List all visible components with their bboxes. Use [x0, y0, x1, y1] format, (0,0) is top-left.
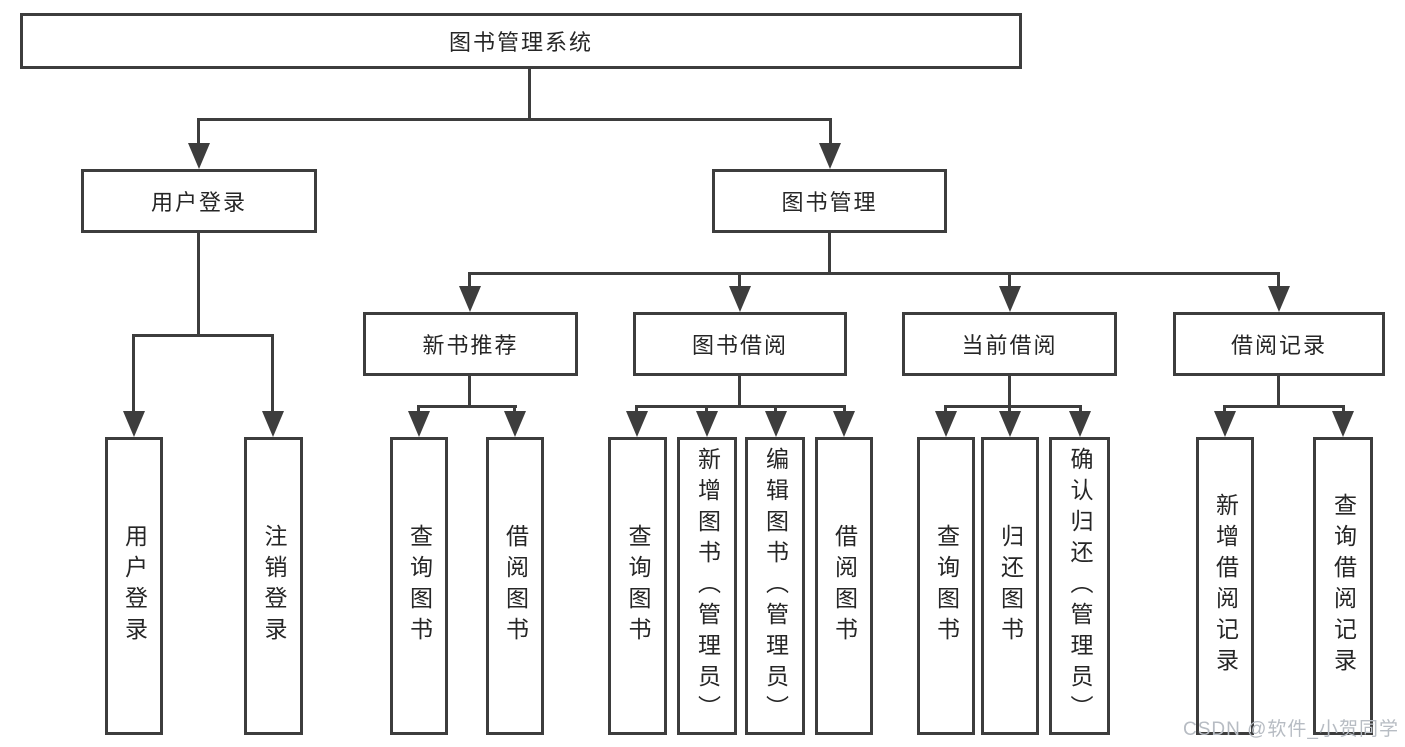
connector-line: [417, 406, 420, 414]
node-label: 新增借阅记录: [1212, 493, 1239, 679]
leaf-borrow-books-recommend: 借阅图书: [486, 437, 544, 735]
leaf-add-borrow-record: 新增借阅记录: [1196, 437, 1254, 735]
arrow-down-icon: [833, 411, 855, 437]
arrow-down-icon: [1069, 411, 1091, 437]
leaf-query-books-borrowing: 查询图书: [608, 437, 667, 735]
leaf-user-login: 用户登录: [105, 437, 163, 735]
node-label: 查询借阅记录: [1330, 493, 1357, 679]
arrow-down-icon: [408, 411, 430, 437]
node-label: 新增图书（管理员）: [694, 446, 721, 726]
connector-line: [1008, 273, 1011, 288]
connector-line: [468, 272, 1280, 275]
node-label: 用户登录: [121, 524, 148, 648]
node-label: 新书推荐: [422, 333, 519, 358]
node-label: 编辑图书（管理员）: [762, 446, 789, 726]
node-label: 图书管理: [781, 190, 878, 215]
connector-line: [828, 233, 831, 274]
arrow-down-icon: [729, 286, 751, 312]
connector-line: [774, 406, 777, 414]
arrow-down-icon: [1214, 411, 1236, 437]
node-label: 当前借阅: [961, 333, 1058, 358]
node-book-borrowing: 图书借阅: [633, 312, 847, 376]
connector-line: [1277, 376, 1280, 407]
node-label: 借阅图书: [831, 524, 858, 648]
connector-line: [271, 335, 274, 413]
watermark: CSDN @软件_小贺同学: [1183, 719, 1399, 740]
node-label: 借阅记录: [1230, 333, 1327, 358]
connector-line: [197, 118, 832, 121]
arrow-down-icon: [626, 411, 648, 437]
connector-line: [944, 406, 947, 414]
connector-line: [513, 406, 516, 414]
node-label: 用户登录: [150, 190, 247, 215]
connector-line: [635, 405, 846, 408]
connector-line: [1008, 406, 1011, 414]
connector-line: [132, 335, 135, 413]
arrow-down-icon: [188, 143, 210, 169]
arrow-down-icon: [765, 411, 787, 437]
connector-line: [197, 119, 200, 147]
node-borrowing-records: 借阅记录: [1173, 312, 1385, 376]
leaf-edit-books-admin: 编辑图书（管理员）: [745, 437, 805, 735]
node-label: 查询图书: [933, 524, 960, 648]
connector-line: [944, 405, 1082, 408]
leaf-query-books-current: 查询图书: [917, 437, 975, 735]
node-label: 借阅图书: [502, 524, 529, 648]
leaf-add-books-admin: 新增图书（管理员）: [677, 437, 737, 735]
node-user-login: 用户登录: [81, 169, 317, 233]
node-label: 查询图书: [625, 524, 651, 648]
node-label: 归还图书: [997, 524, 1024, 648]
connector-line: [1342, 406, 1345, 414]
connector-line: [132, 334, 274, 337]
connector-line: [635, 406, 638, 414]
leaf-return-books: 归还图书: [981, 437, 1039, 735]
leaf-query-books-recommend: 查询图书: [390, 437, 448, 735]
arrow-down-icon: [123, 411, 145, 437]
connector-line: [197, 233, 200, 336]
node-label: 查询图书: [406, 524, 433, 648]
connector-line: [1277, 273, 1280, 288]
connector-line: [843, 406, 846, 414]
connector-line: [1008, 376, 1011, 407]
node-label: 图书管理系统: [448, 30, 593, 55]
leaf-borrow-books: 借阅图书: [815, 437, 873, 735]
connector-line: [738, 273, 741, 288]
arrow-down-icon: [819, 143, 841, 169]
connector-line: [705, 406, 708, 414]
node-current-borrowing: 当前借阅: [902, 312, 1117, 376]
connector-line: [738, 376, 741, 407]
connector-line: [468, 273, 471, 288]
arrow-down-icon: [999, 411, 1021, 437]
node-root-library-system: 图书管理系统: [20, 13, 1022, 69]
leaf-query-borrow-record: 查询借阅记录: [1313, 437, 1373, 735]
arrow-down-icon: [459, 286, 481, 312]
connector-line: [1223, 406, 1226, 414]
connector-line: [468, 376, 471, 407]
node-label: 注销登录: [261, 524, 287, 648]
node-label: 确认归还（管理员）: [1067, 446, 1093, 726]
leaf-logout: 注销登录: [244, 437, 303, 735]
connector-line: [1079, 406, 1082, 414]
arrow-down-icon: [999, 286, 1021, 312]
connector-line: [1223, 405, 1345, 408]
connector-line: [528, 69, 531, 119]
arrow-down-icon: [1332, 411, 1354, 437]
leaf-confirm-return-admin: 确认归还（管理员）: [1049, 437, 1110, 735]
arrow-down-icon: [504, 411, 526, 437]
node-label: 图书借阅: [691, 333, 788, 358]
connector-line: [829, 119, 832, 147]
arrow-down-icon: [696, 411, 718, 437]
node-book-management: 图书管理: [712, 169, 947, 233]
connector-line: [417, 405, 517, 408]
node-new-book-recommend: 新书推荐: [363, 312, 578, 376]
arrow-down-icon: [935, 411, 957, 437]
arrow-down-icon: [262, 411, 284, 437]
arrow-down-icon: [1268, 286, 1290, 312]
